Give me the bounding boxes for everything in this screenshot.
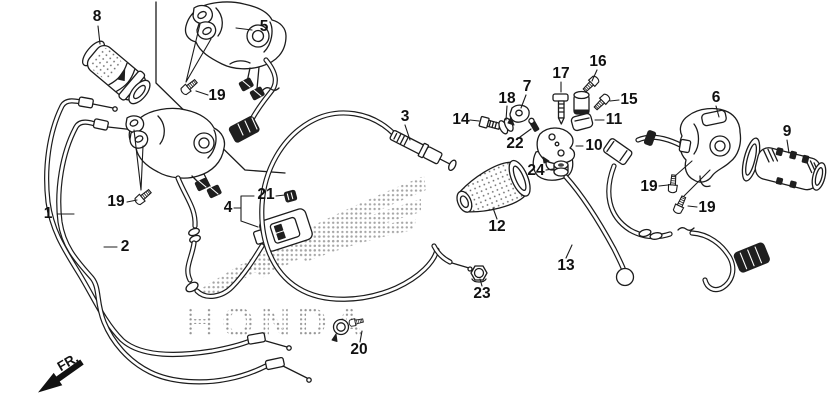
brake-light-switch [194,189,313,299]
leader-lines [56,23,790,343]
front-direction-marker: FR. [38,350,84,393]
left-grip [81,40,151,105]
screw-19d [671,194,689,216]
nut-23 [470,265,488,283]
bracket-7 [507,104,530,126]
bolt-14 [478,115,501,130]
screw-19a [178,77,200,97]
left-switch-housing-lower [125,107,226,293]
throttle-cable-1 [44,96,292,358]
clamp-20 [331,316,365,342]
nut-24 [553,160,569,177]
fr-arrow-icon [38,359,84,393]
screw-17 [552,93,569,125]
screw-16 [580,74,601,95]
fr-label: FR. [55,350,81,374]
switch-clip [283,189,298,203]
screw-15 [591,92,612,113]
screw-19c [667,174,679,194]
right-grip [741,137,827,191]
throttle-cable-3 [259,110,473,302]
left-switch-housing-top [184,1,287,143]
bracket-10 [536,127,576,165]
pin-22 [528,117,540,132]
right-switch-housing [603,107,770,293]
screw-19b [132,187,154,207]
grip-rubber [456,159,531,213]
part-11 [570,90,594,132]
